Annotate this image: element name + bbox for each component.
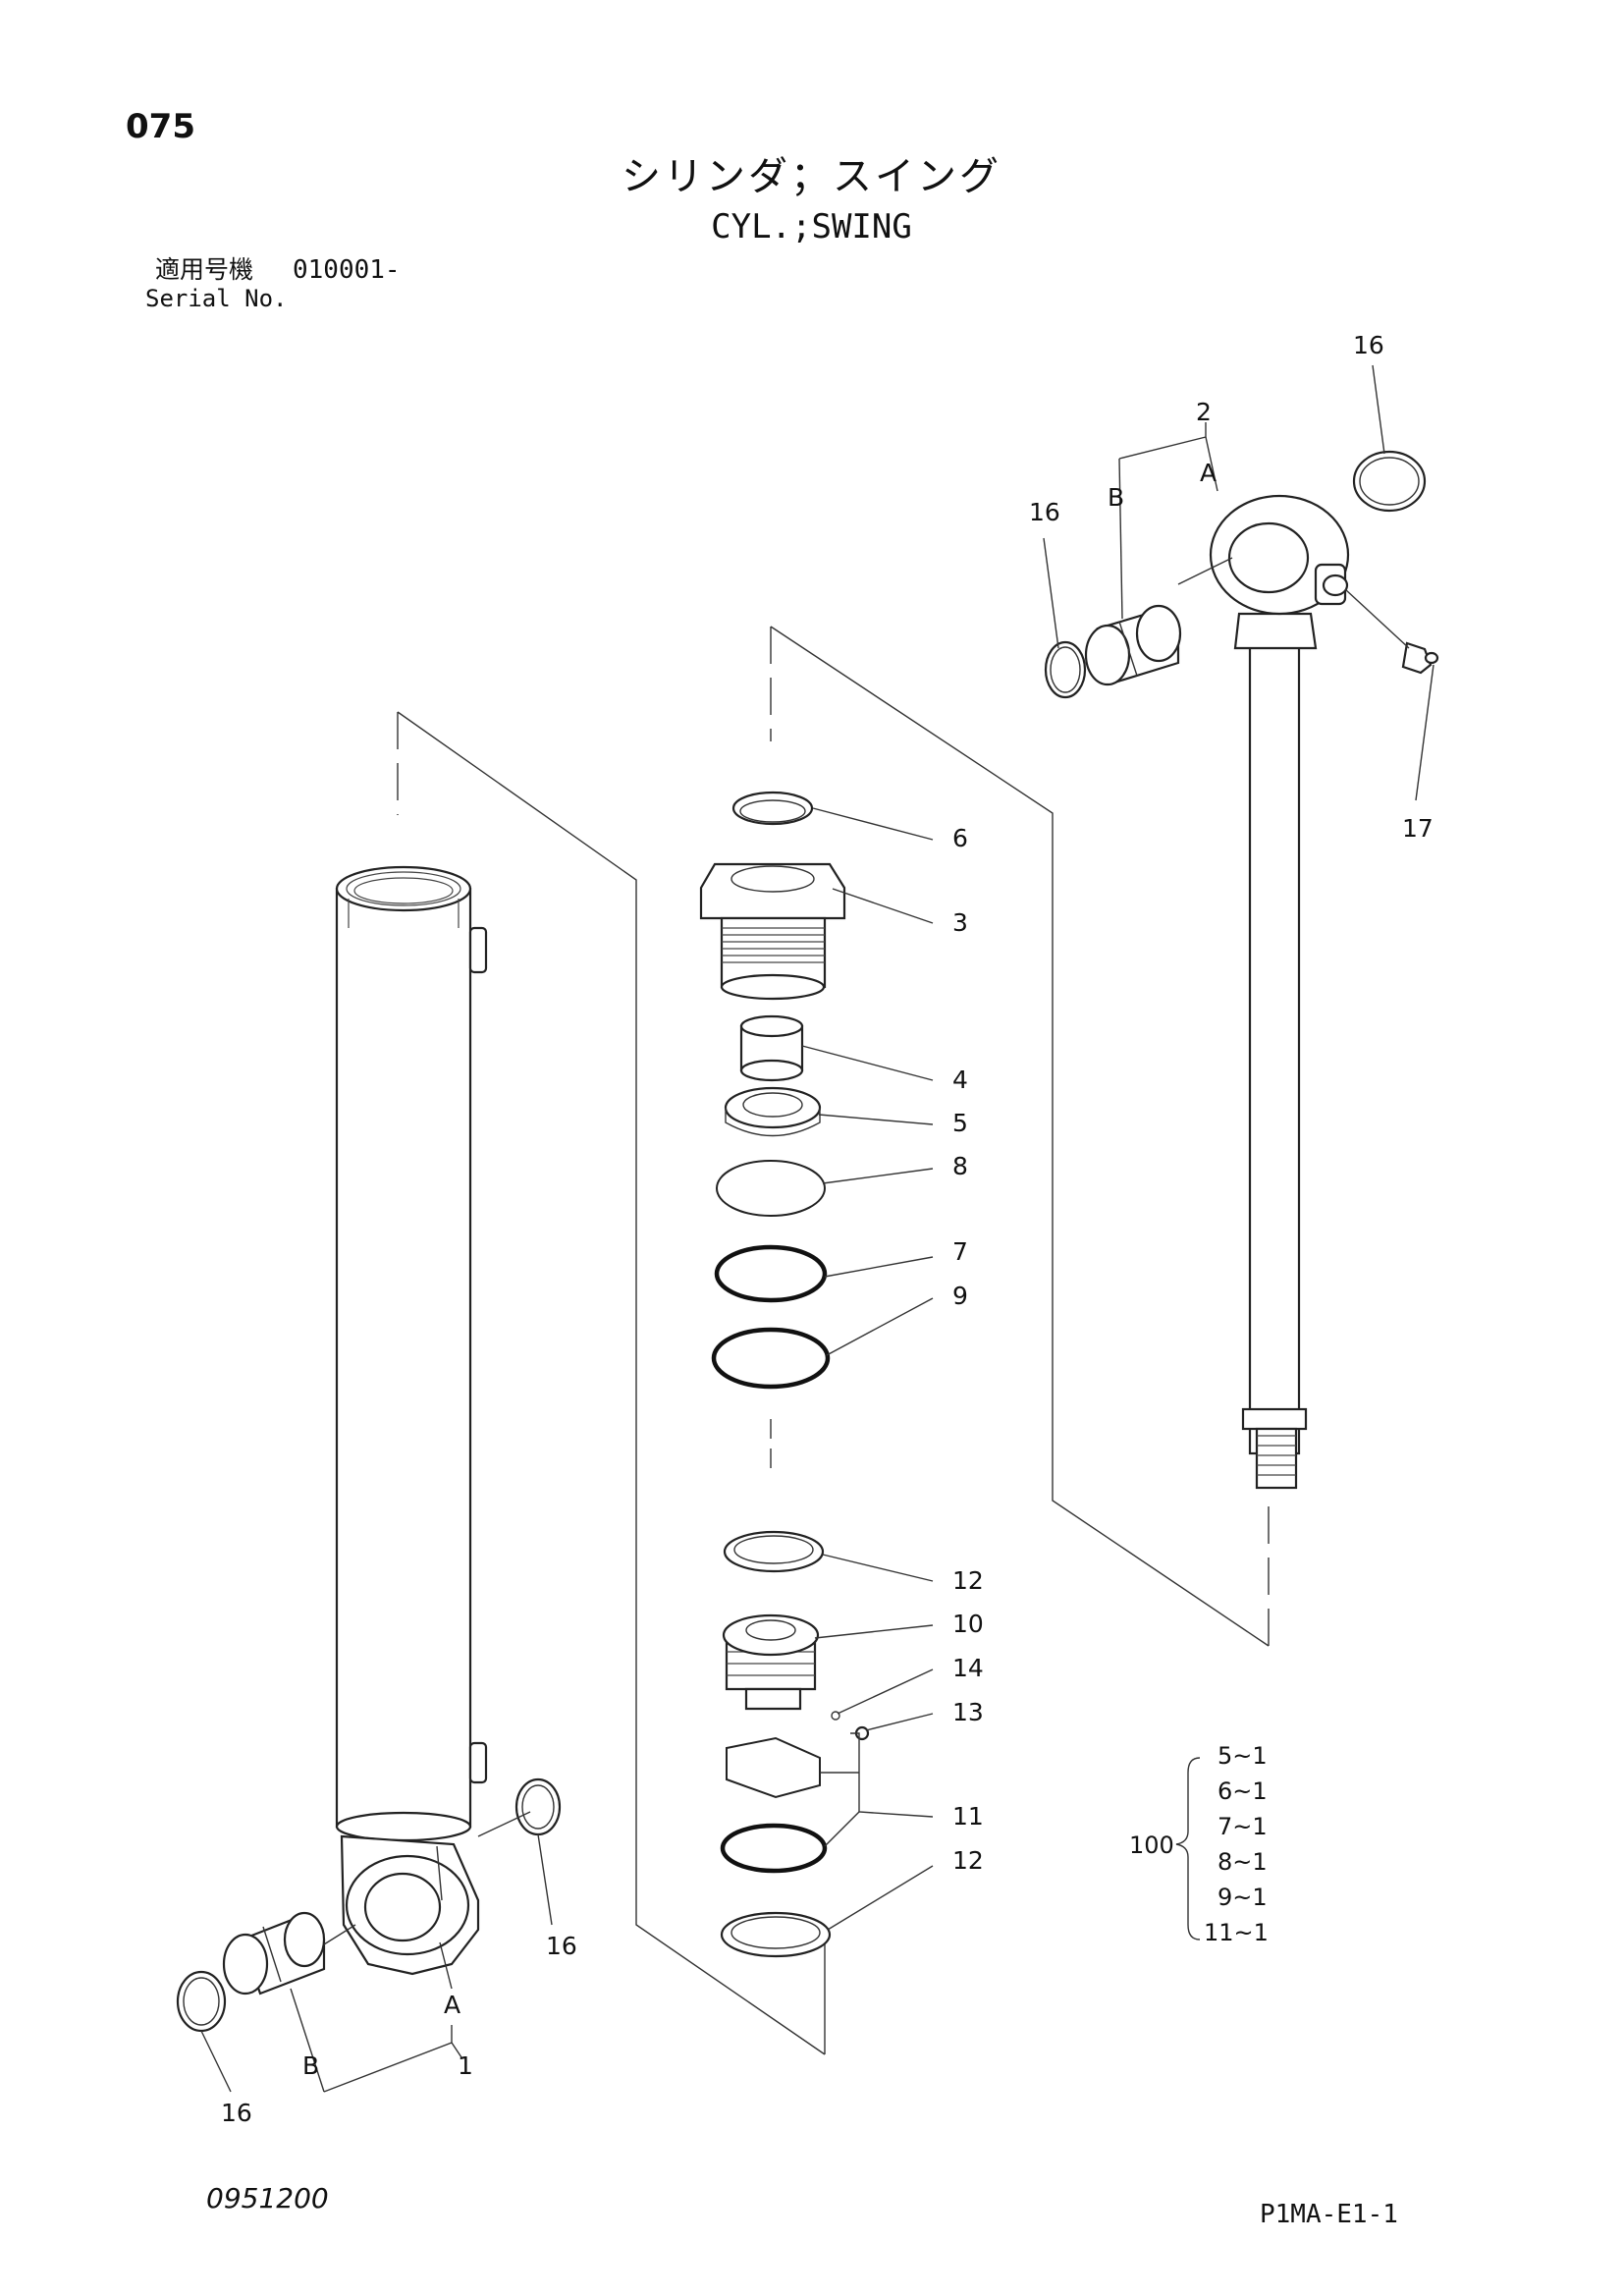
cylinder-bushing-set <box>176 1777 562 2033</box>
callout-5: 5 <box>952 1109 968 1137</box>
piston-rod <box>1209 494 1350 1490</box>
callout-10: 10 <box>952 1610 984 1638</box>
rod-bushing-set <box>1044 450 1439 699</box>
kit-number: 100 <box>1129 1831 1174 1859</box>
title-japanese: シリンダ；スイング <box>622 154 1001 199</box>
serial-label-english: Serial No. <box>145 285 288 312</box>
callout-11: 11 <box>952 1802 984 1831</box>
callout-9: 9 <box>952 1282 968 1310</box>
callout-7: 7 <box>952 1237 968 1266</box>
callout-3: 3 <box>952 908 968 937</box>
kit-item-1: 5~1 <box>1217 1742 1268 1770</box>
callout-12-top: 12 <box>952 1566 984 1595</box>
callout-cylinder-B: B <box>302 2051 319 2080</box>
callout-labels: 6 3 4 5 8 7 9 12 10 14 13 11 12 16 2 A B… <box>221 331 1434 2127</box>
callout-16-cylinder: 16 <box>546 1932 577 1960</box>
callout-rod-A: A <box>1200 459 1217 487</box>
callout-2: 2 <box>1196 398 1212 426</box>
callout-13: 13 <box>952 1698 984 1726</box>
serial-label-japanese: 適用号機 <box>155 255 254 284</box>
callout-14: 14 <box>952 1654 984 1682</box>
serial-range: 010001- <box>293 255 401 285</box>
leader-lines <box>200 364 1434 2093</box>
kit-item-5: 9~1 <box>1217 1884 1268 1911</box>
sheet-code: P1MA-E1-1 <box>1260 2200 1398 2229</box>
kit-100-list: 100 5~1 6~1 7~1 8~1 9~1 11~1 <box>1129 1742 1269 1946</box>
kit-item-3: 7~1 <box>1217 1813 1268 1840</box>
callout-rod-B: B <box>1108 483 1124 512</box>
callout-17: 17 <box>1402 814 1434 843</box>
page-number: 075 <box>126 107 195 146</box>
callout-16-top-right: 16 <box>1353 331 1384 359</box>
drawing-number: 0951200 <box>206 2182 329 2214</box>
kit-item-4: 8~1 <box>1217 1848 1268 1876</box>
callout-cylinder-A: A <box>444 1991 460 2019</box>
alignment-lines <box>397 626 1270 2055</box>
kit-item-6: 11~1 <box>1204 1919 1269 1946</box>
callout-6: 6 <box>952 824 968 852</box>
gland-parts-stack <box>699 791 870 1958</box>
callout-16-bottom-left: 16 <box>221 2099 252 2127</box>
callout-1: 1 <box>458 2051 473 2080</box>
callout-8: 8 <box>952 1152 968 1180</box>
kit-item-2: 6~1 <box>1217 1777 1268 1805</box>
callout-16-mid-left: 16 <box>1029 498 1060 526</box>
callout-4: 4 <box>952 1066 968 1094</box>
cylinder-tube <box>335 865 488 1976</box>
callout-12-bottom: 12 <box>952 1846 984 1875</box>
title-english: CYL.;SWING <box>711 207 912 246</box>
